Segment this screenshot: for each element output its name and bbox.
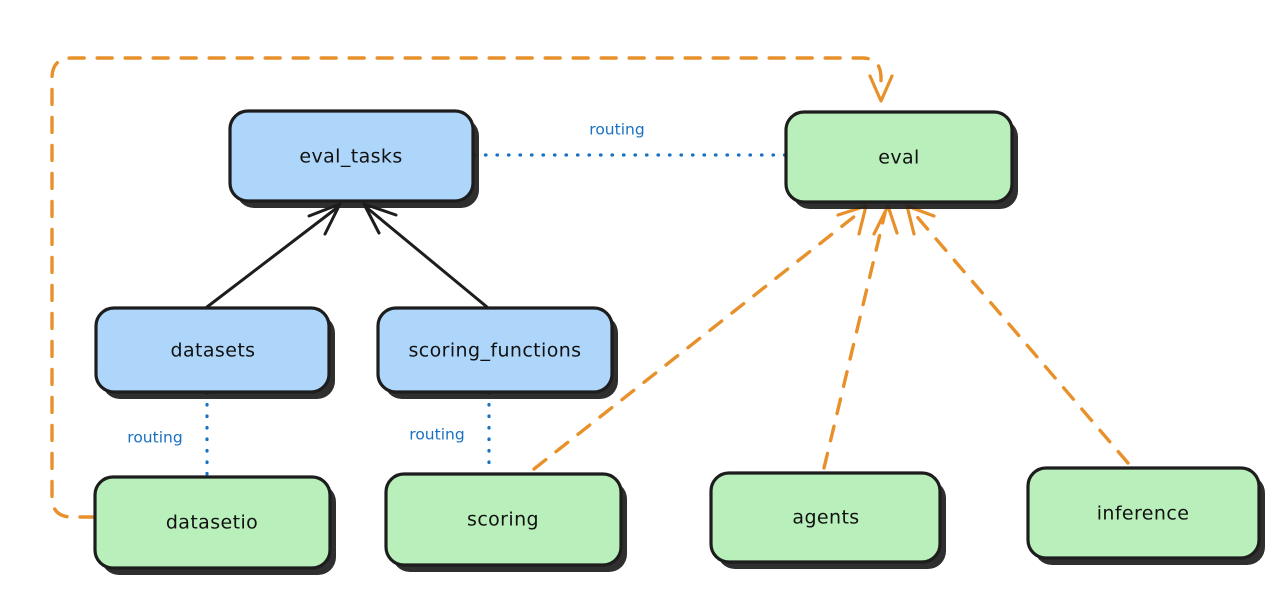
node-inference[interactable]: inference — [1026, 466, 1265, 565]
node-eval-tasks[interactable]: eval_tasks — [228, 109, 479, 208]
edge-label-routing-eval: routing — [589, 121, 644, 139]
node-inference-box[interactable] — [1026, 466, 1261, 560]
edge-scoring-functions-to-eval-tasks-path — [364, 205, 489, 309]
edge-agents-to-eval-path — [822, 211, 887, 470]
edge-datasetio-to-eval — [50, 56, 894, 519]
node-scoring-functions-box[interactable] — [376, 306, 614, 394]
edge-datasets-to-eval-tasks — [205, 202, 342, 309]
node-scoring-box[interactable] — [384, 472, 623, 567]
edge-inference-to-eval — [905, 204, 1130, 465]
edge-agents-to-eval — [822, 204, 899, 470]
edge-datasetio-to-eval-arrowhead — [868, 74, 894, 103]
node-agents-box[interactable] — [709, 471, 942, 564]
node-eval-box[interactable] — [784, 110, 1014, 204]
node-datasets-box[interactable] — [94, 306, 331, 394]
edge-inference-to-eval-path — [911, 210, 1130, 465]
edge-scoring-functions-to-eval-tasks — [362, 202, 489, 309]
node-eval-tasks-box[interactable] — [228, 109, 475, 203]
node-eval[interactable]: eval — [784, 110, 1018, 209]
node-agents[interactable]: agents — [709, 471, 946, 569]
node-datasetio-box[interactable] — [93, 475, 332, 570]
edge-label-routing-datasetio: routing — [127, 429, 182, 447]
edge-scoring-functions-to-scoring: routing — [409, 391, 491, 475]
node-scoring[interactable]: scoring — [384, 472, 627, 572]
node-datasetio[interactable]: datasetio — [93, 475, 336, 575]
node-datasets[interactable]: datasets — [94, 306, 335, 399]
node-scoring-functions[interactable]: scoring_functions — [376, 306, 618, 399]
edge-datasetio-to-eval-path — [50, 56, 883, 519]
edge-scoring-to-eval-path — [532, 210, 862, 471]
edge-label-routing-scoring: routing — [409, 426, 464, 444]
edge-datasets-to-datasetio: routing — [127, 391, 209, 478]
edge-agents-to-eval-arrowhead — [872, 204, 899, 236]
edge-eval-tasks-to-eval: routing — [472, 121, 787, 157]
edge-datasets-to-eval-tasks-path — [205, 205, 340, 309]
node-layer: eval_tasks eval datasets scoring_functio… — [93, 109, 1265, 575]
